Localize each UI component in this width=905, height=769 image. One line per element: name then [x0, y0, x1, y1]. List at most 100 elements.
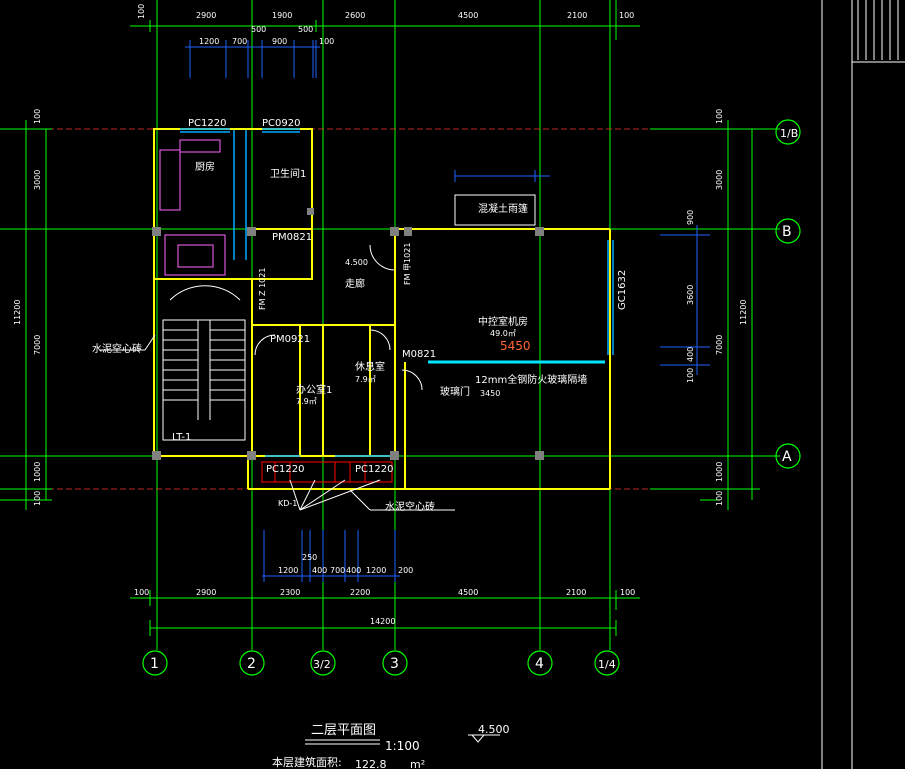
left-dim-labels: 100 3000 7000 1000 100 11200 — [13, 109, 42, 506]
left-dimension-chain — [20, 120, 52, 510]
svg-text:3/2: 3/2 — [313, 658, 331, 671]
bottom-dim2-3: 2200 — [350, 588, 370, 597]
kd-leaders — [100, 334, 455, 511]
top-inner-dimension-chain — [185, 40, 320, 78]
inner-dim-3: 900 — [272, 37, 287, 46]
axis-bubble-B: B — [775, 218, 801, 244]
axis-bubble-A: A — [775, 443, 801, 469]
room-office: 办公室1 — [296, 383, 332, 396]
right-inner-0: 900 — [686, 210, 695, 225]
level-mark: 4.500 — [345, 258, 368, 267]
bottom-dim1-6: 200 — [398, 566, 413, 575]
axis-bubble-1: 1 — [142, 650, 168, 676]
bottom-inner-dimension-chain — [262, 530, 400, 582]
title-area-value: 122.8 — [355, 758, 387, 769]
bottom-dim2-0: 100 — [134, 588, 149, 597]
opening-m0821: M0821 — [402, 349, 436, 360]
inner-dim-2: 500 — [251, 25, 266, 34]
bottom-dim1-3: 700 — [330, 566, 345, 575]
opening-pc1220-top: PC1220 — [188, 118, 226, 129]
center-lines — [30, 128, 650, 490]
top-dim-4: 4500 — [458, 11, 478, 20]
bottom-dim1-2: 400 — [312, 566, 327, 575]
level-triangle-icon — [468, 734, 500, 743]
right-inner-3: 100 — [686, 368, 695, 383]
room-kitchen: 厨房 — [195, 160, 215, 173]
title-level: 4.500 — [478, 723, 510, 736]
top-dim-3: 2600 — [345, 11, 365, 20]
opening-fm: FM 甲1021 — [403, 243, 412, 285]
room-office-area: 7.9㎡ — [296, 397, 317, 406]
room-rest: 休息室 — [355, 360, 385, 373]
frame-hatch — [857, 0, 899, 60]
bottom-total: 14200 — [370, 617, 395, 626]
bottom-dim1-5: 1200 — [366, 566, 386, 575]
opening-pm0821: PM0821 — [272, 232, 312, 243]
top-dimension-chain — [130, 20, 640, 32]
right-dim-labels: 100 3000 7000 1000 100 11200 900 3600 40… — [686, 109, 748, 506]
room-rest-area: 7.9㎡ — [355, 375, 376, 384]
bottom-dim-labels: 1200 250 400 700 400 1200 200 100 2900 2… — [134, 553, 635, 626]
top-dim-0: 100 — [137, 4, 146, 19]
building-walls — [153, 128, 611, 490]
pillars — [152, 208, 544, 460]
bottom-dim1-0: 1200 — [278, 566, 298, 575]
opening-pc1220-br: PC1220 — [355, 464, 393, 475]
bottom-dimension-chain — [130, 590, 640, 636]
room-labels: 厨房 卫生间1 走廊 中控室机房 49.0㎡ 休息室 7.9㎡ 办公室1 7.9… — [92, 160, 587, 513]
inner-dim-4: 500 — [298, 25, 313, 34]
bottom-dim1-4: 400 — [346, 566, 361, 575]
right-dim-2: 7000 — [715, 335, 724, 355]
inner-dim-5: 100 — [319, 37, 334, 46]
canopy-dim — [454, 170, 550, 182]
axis-bubble-3: 3 — [382, 650, 408, 676]
title-name: 二层平面图 — [311, 723, 376, 738]
bottom-dim2-6: 100 — [620, 588, 635, 597]
drawing-title: 二层平面图 1:100 4.500 本层建筑面积: 122.8 m² — [272, 723, 510, 769]
room-stair: LT-1 — [172, 432, 191, 443]
room-control-area: 49.0㎡ — [490, 329, 516, 338]
bottom-dim1-1: 250 — [302, 553, 317, 562]
top-dim-2: 1900 — [272, 11, 292, 20]
room-corridor: 走廊 — [345, 277, 365, 290]
right-dim-1: 3000 — [715, 170, 724, 190]
stair — [162, 285, 246, 441]
left-dim-0: 100 — [33, 109, 42, 124]
svg-text:1: 1 — [150, 656, 159, 672]
axis-bubble-4: 4 — [527, 650, 553, 676]
opening-pm0921: PM0921 — [270, 334, 310, 345]
right-inner-dimension-chain — [660, 225, 710, 375]
axis-bubble-1B: 1/B — [775, 119, 801, 145]
svg-text:2: 2 — [247, 656, 256, 672]
svg-text:3: 3 — [390, 656, 399, 672]
bottom-dim2-5: 2100 — [566, 588, 586, 597]
kd-label: KD-1 — [278, 499, 297, 508]
right-total: 11200 — [739, 300, 748, 325]
kitchen-fixtures — [159, 139, 226, 276]
axis-bubble-3-2: 3/2 — [310, 650, 336, 676]
svg-text:1/4: 1/4 — [598, 658, 616, 671]
right-inner-2: 400 — [686, 347, 695, 362]
opening-fmz: FM Z 1021 — [258, 268, 267, 310]
wall-note-bottom: 水泥空心砖 — [385, 500, 435, 513]
title-area-label: 本层建筑面积: — [272, 755, 342, 769]
door-swings — [254, 244, 423, 391]
right-dimension-chain — [700, 120, 760, 510]
right-inner-1: 3600 — [686, 285, 695, 305]
top-dim-1: 2900 — [196, 11, 216, 20]
opening-gc: GC1632 — [617, 270, 628, 310]
svg-text:1/B: 1/B — [780, 127, 798, 140]
title-area-unit: m² — [410, 758, 425, 769]
bottom-hatch — [261, 461, 393, 483]
svg-text:A: A — [782, 449, 792, 465]
partition-note: 12mm全钢防火玻璃隔墙 — [475, 373, 587, 386]
top-dim-6: 100 — [619, 11, 634, 20]
top-dim-labels: 100 2900 1900 2600 4500 2100 100 1200 70… — [137, 4, 634, 46]
bottom-dim2-1: 2900 — [196, 588, 216, 597]
left-total: 11200 — [13, 300, 22, 325]
left-dim-4: 100 — [33, 491, 42, 506]
grid-axes-horizontal — [0, 128, 780, 501]
opening-pc0920: PC0920 — [262, 118, 300, 129]
left-dim-3: 1000 — [33, 462, 42, 482]
